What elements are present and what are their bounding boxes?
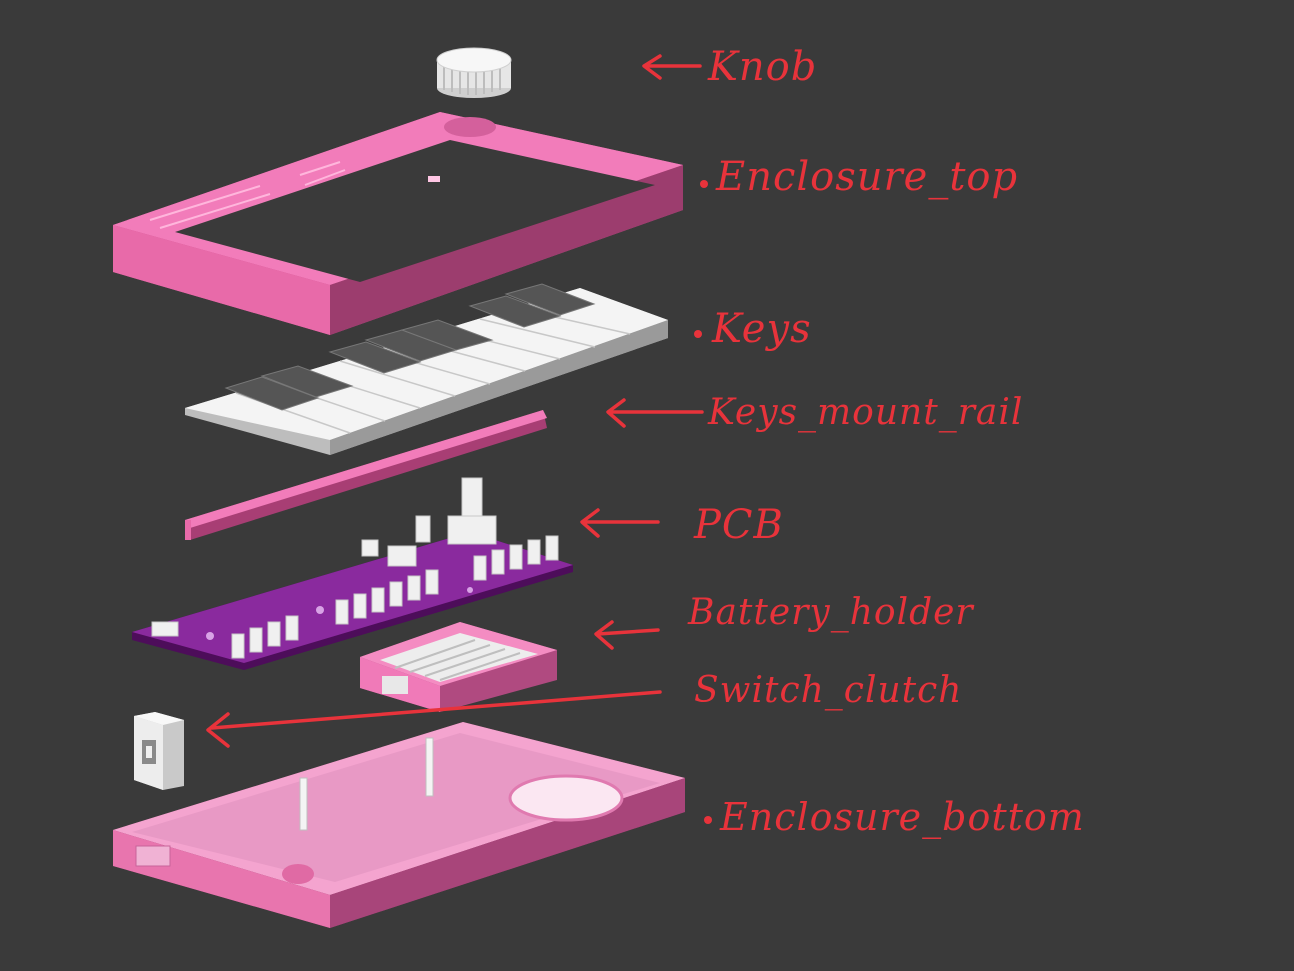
enclosure-top-part (113, 112, 683, 335)
annotation-switch-clutch: Switch_clutch (206, 670, 962, 748)
pcb-part (132, 477, 573, 670)
annotation-keys-mount-rail: Keys_mount_rail (606, 392, 1023, 433)
keys-part (185, 283, 668, 455)
label-knob: Knob (707, 44, 817, 90)
annotation-knob: Knob (642, 44, 817, 90)
label-pcb: PCB (693, 502, 784, 548)
annotation-enclosure-top: Enclosure_top (700, 154, 1018, 200)
label-enclosure-top: Enclosure_top (715, 154, 1018, 200)
label-battery-holder: Battery_holder (687, 592, 974, 633)
label-switch-clutch: Switch_clutch (694, 670, 962, 711)
annotation-keys: Keys (694, 306, 812, 352)
label-keys: Keys (711, 306, 812, 352)
battery-holder-part (360, 622, 557, 712)
knob-part (436, 47, 512, 98)
label-keys-mount-rail: Keys_mount_rail (707, 392, 1023, 433)
switch-clutch-part (134, 712, 184, 790)
annotation-battery-holder: Battery_holder (594, 592, 974, 650)
enclosure-bottom-part (113, 722, 685, 928)
annotation-enclosure-bottom: Enclosure_bottom (704, 795, 1085, 840)
annotation-pcb: PCB (580, 502, 784, 548)
label-enclosure-bottom: Enclosure_bottom (719, 795, 1085, 840)
keys-mount-rail-part (185, 410, 547, 540)
